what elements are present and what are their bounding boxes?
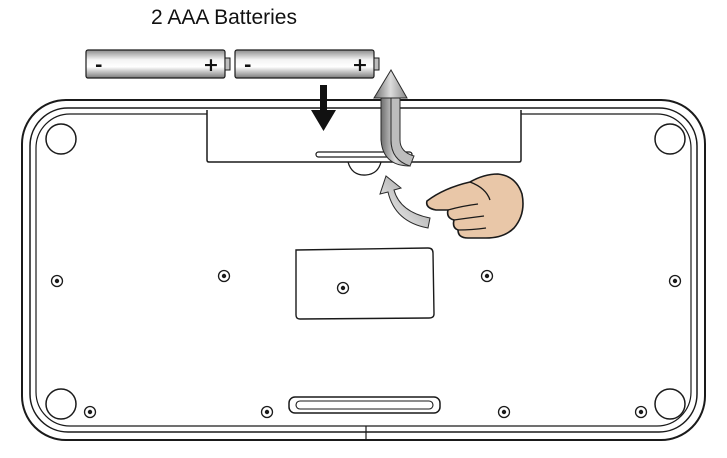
curved-arrow-icon [379, 175, 431, 229]
stand-bar [288, 396, 441, 414]
battery-plus-label: + [352, 54, 368, 76]
battery-minus-label: - [95, 55, 102, 76]
battery-plus-label: + [203, 54, 219, 76]
pointing-hand-icon [425, 173, 524, 239]
battery-door [206, 110, 522, 176]
label-plate [295, 247, 435, 320]
down-arrow-icon [311, 85, 336, 131]
diagram-title: 2 AAA Batteries [151, 6, 297, 29]
battery-minus-label: - [244, 55, 251, 76]
battery-2: - + [234, 49, 380, 79]
battery-1: - + [85, 49, 231, 79]
keyboard-body [21, 99, 706, 441]
rubber-feet [45, 123, 686, 420]
curved-up-arrow-icon [373, 69, 415, 167]
screws [50, 269, 682, 419]
